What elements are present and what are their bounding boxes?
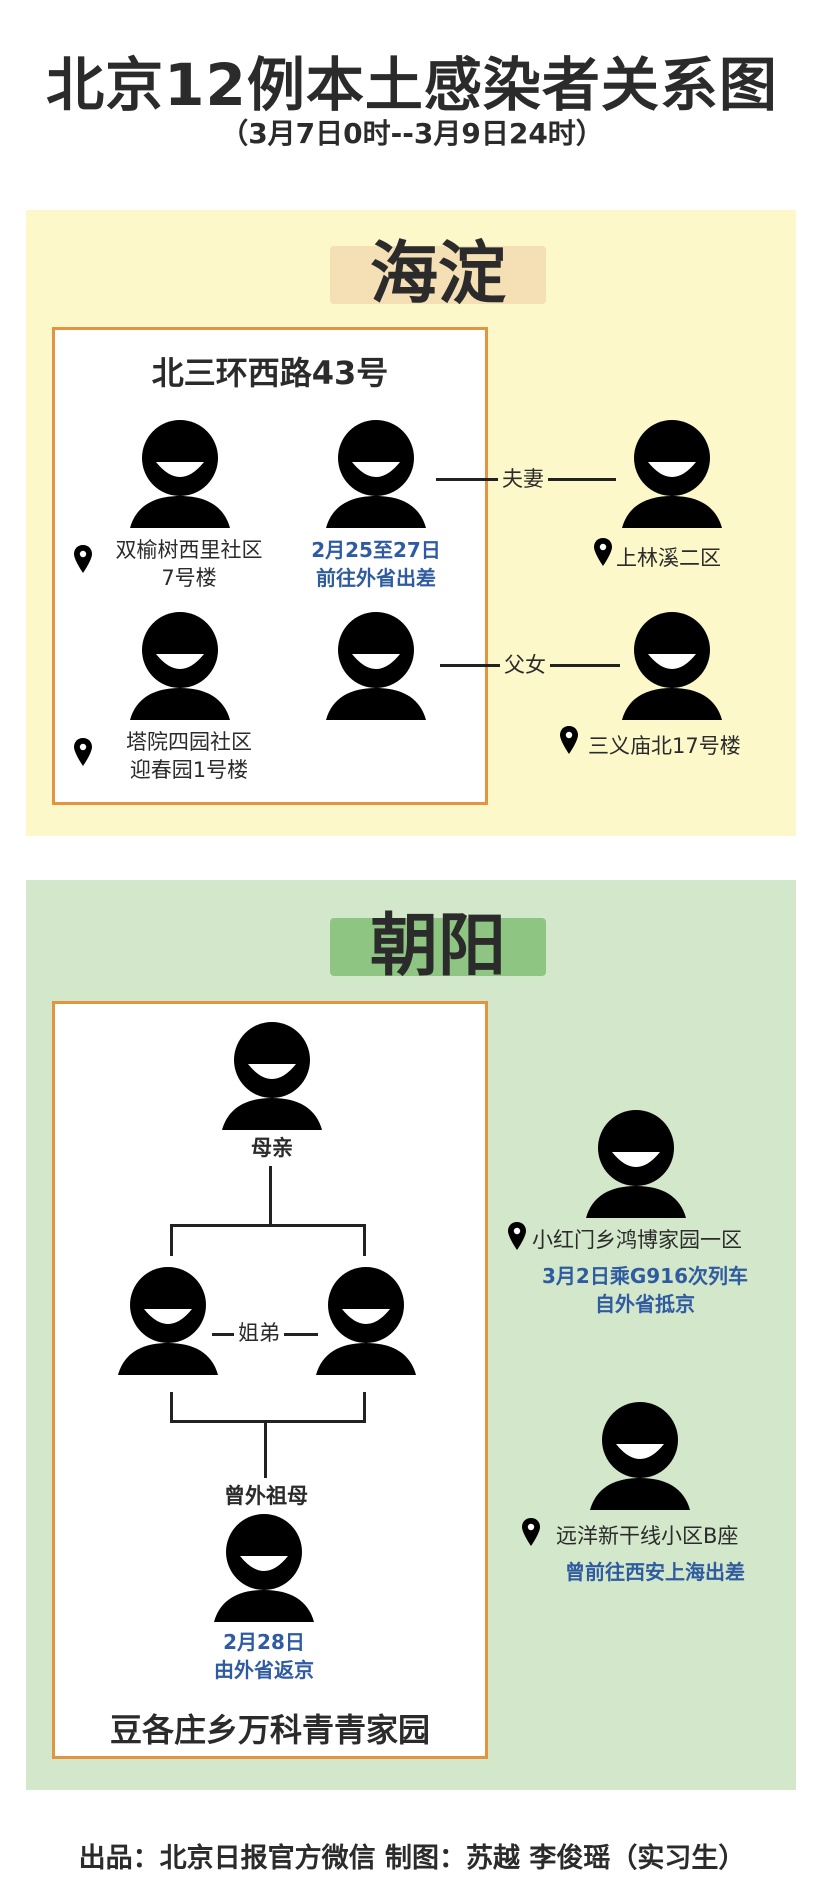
person3-location-line2: 迎春园1号楼 [129,758,249,782]
tree-connector [363,1392,366,1422]
tree-connector [264,1420,267,1478]
right1-location: 小红门乡鸿博家园一区 [532,1228,742,1252]
ggm-note-line2: 由外省返京 [214,1658,314,1682]
person-icon [590,1400,690,1510]
person-icon [214,1512,314,1622]
person-icon [622,418,722,528]
person1-location-line1: 双榆树西里社区 [115,538,263,562]
person-icon [118,1265,218,1375]
right1-note-line2: 自外省抵京 [595,1292,695,1316]
relation-label-father-daughter: 父女 [500,652,550,678]
page-title: 北京12例本土感染者关系图 [46,51,778,119]
great-grandmother-label: 曾外祖母 [224,1484,308,1508]
haidian-box-title: 北三环西路43号 [151,354,389,392]
location-pin-icon [560,726,578,754]
page-subtitle: （3月7日0时--3月9日24时） [220,117,604,150]
location-pin-icon [522,1518,540,1546]
tree-connector [363,1224,366,1256]
right2-location: 远洋新干线小区B座 [556,1524,739,1548]
chaoyang-box-title: 豆各庄乡万科青青家园 [109,1711,430,1749]
location-pin-icon [508,1222,526,1250]
location-pin-icon [594,538,612,566]
person-icon [326,418,426,528]
chaoyang-district-badge: 朝阳 [330,913,546,981]
location-pin-icon [74,545,92,573]
tree-connector [170,1224,173,1256]
person-icon [130,610,230,720]
person-icon [316,1265,416,1375]
mother-label: 母亲 [251,1136,293,1160]
person-icon [326,610,426,720]
person1-location-line2: 7号楼 [161,566,217,590]
person-icon [622,610,722,720]
relation2-location: 三义庙北17号楼 [588,734,741,758]
relation-label-spouse: 夫妻 [498,466,548,492]
ggm-note-line1: 2月28日 [223,1630,305,1654]
location-pin-icon [74,738,92,766]
relation1-location: 上林溪二区 [616,546,721,570]
tree-connector [170,1224,366,1227]
tree-connector [269,1166,272,1226]
person2-note-line2: 前往外省出差 [316,566,436,590]
person-icon [586,1108,686,1218]
haidian-district-badge: 海淀 [330,241,546,309]
person-icon [130,418,230,528]
credits-footer: 出品：北京日报官方微信 制图：苏越 李俊瑶（实习生） [78,1843,746,1874]
tree-connector [170,1392,173,1422]
tree-connector [170,1420,366,1423]
relation-label-siblings: 姐弟 [234,1320,284,1346]
right2-note: 曾前往西安上海出差 [565,1560,745,1584]
haidian-residence-box [52,327,488,805]
right1-note-line1: 3月2日乘G916次列车 [542,1264,748,1288]
person3-location-line1: 塔院四园社区 [126,730,252,754]
person2-note-line1: 2月25至27日 [311,538,441,562]
person-icon [222,1020,322,1130]
